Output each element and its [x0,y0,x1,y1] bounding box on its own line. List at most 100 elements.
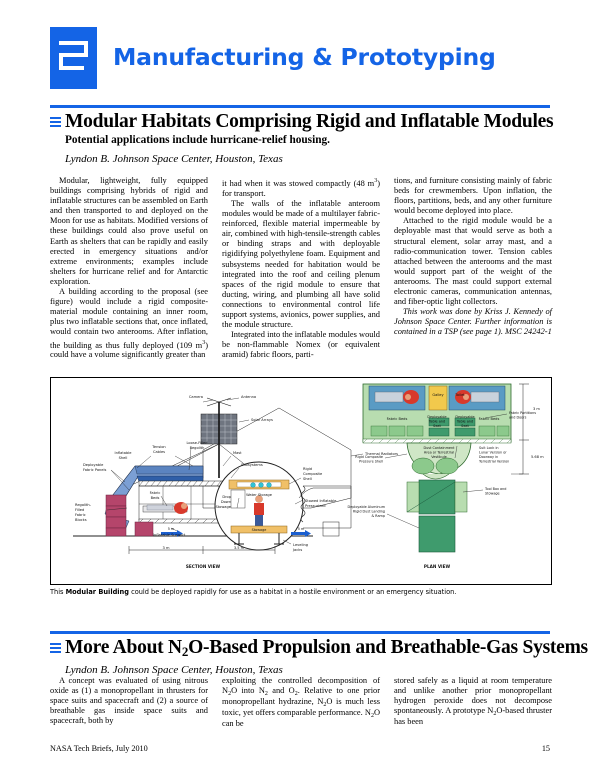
t: O is much less toxic, yet offers compara… [222,697,380,718]
t: exploiting the controlled decomposition … [222,676,380,696]
label-regolith-blocks-4: Blocks [75,518,87,522]
t: 2 [294,690,298,697]
label-subsystems: Subsystems [241,463,263,467]
label-arrow-right: 5 m [298,527,305,531]
label-arrow-left: 5 m [168,527,175,531]
article-2-title: More About N2O-Based Propulsion and Brea… [65,637,588,660]
t: 2 [264,690,268,697]
paragraph-text-b: ) for transport. [222,178,380,198]
t: . Relative to one prior monopropellant h… [222,686,381,707]
t: O can be [222,708,380,729]
label-stowed-inflatable-2: Pressurized [305,504,326,508]
t: stored safely as a liquid at room temper… [394,676,552,716]
label-leveling-jacks-2: Jacks [292,548,302,552]
label-plan-dim-top: 3 m [533,407,540,411]
label-plan-dust-1: Dust Containment [424,446,456,450]
label-loose-filled-regolith: Loose-Filled [186,441,207,445]
t: 2 [493,710,497,717]
article-2-title-a: More About N [65,637,182,658]
paragraph: Integrated into the inflatable modules w… [222,330,380,360]
paragraph-text-a: A building according to the proposal (se… [50,287,208,350]
paragraph-text-a: it had when it was stowed compactly (48 … [222,178,375,188]
label-camera: Camera [189,395,203,399]
label-plan-dim-bottom: 5.68 m [531,455,544,459]
label-plan-suitlock-1: Suit Lock in [479,446,499,450]
section-view-title: SECTION VIEW [186,564,221,569]
label-regolith-blocks-3: Fabric [75,513,86,517]
label-plan-table-right-3: Seat [461,424,469,428]
caption-rest: could be deployed rapidly for use as a h… [128,588,457,596]
article-1-column-2: it had when it was stowed compactly (48 … [222,176,380,360]
label-rigid-composite-shell: Rigid [303,467,312,471]
label-leveling-jacks: Leveling [293,543,308,547]
label-stowage: Stowage [252,528,267,532]
article-2-column-2: exploiting the controlled decomposition … [222,676,380,729]
article-1-organization: Lyndon B. Johnson Space Center, Houston,… [65,153,283,165]
t: 2 [370,712,374,719]
t: 2 [228,690,232,697]
label-plan-partitions-2: and Doors [509,416,527,420]
footer-publication: NASA Tech Briefs, July 2010 [50,744,148,753]
label-regolith-blocks-2: Filled [75,508,84,512]
label-plan-partitions: Fabric Partitions [509,411,536,415]
label-tension-cables-2: Cables [153,450,165,454]
figure-caption: This Modular Building could be deployed … [50,588,550,597]
caption-lead: This [50,588,66,596]
section-banner-title: Manufacturing & Prototyping [113,43,496,71]
article-1-subtitle: Potential applications include hurricane… [65,134,330,146]
label-plan-ramp-2: Rigid Dust Landing [353,510,385,514]
label-inflatable-shell: Inflatable [115,451,133,455]
label-plan-fabric-beds-left: Fabric Beds [387,417,408,421]
paragraph-attribution: This work was done by Kriss J. Kennedy o… [394,307,552,337]
superscript: 3 [374,178,378,184]
label-fabric-beds-section: Fabric [150,491,161,495]
label-antenna: Antenna [241,395,256,399]
label-rigid-composite-shell-2: Composite [303,472,323,476]
label-plan-galley: Galley [432,393,444,397]
label-water-storage: Water Storage [246,493,273,497]
article-1-title: Modular Habitats Comprising Rigid and In… [65,111,554,132]
label-plan-table-left-3: Seat [433,424,441,428]
label-fabric-beds-section-2: Beds [151,496,160,500]
article-1-rule [50,105,550,108]
label-deployable-fabric-panels: Deployable [83,463,104,467]
label-plan-suitlock-2: Lunar Version or [479,451,507,455]
plan-view: Fabric Beds Fabric Beds Galley Toilet De… [348,383,544,569]
label-plan-suitlock-3: Doorway in [479,455,498,459]
label-drop-down-stowage-3: Stowage [215,505,231,509]
article-1-header: Modular Habitats Comprising Rigid and In… [50,105,554,166]
label-regolith-blocks: Regolith- [75,503,92,507]
label-plan-toilet: Toilet [454,393,465,397]
label-loose-filled-regolith-2: Regolith [190,446,205,450]
t: O into N [231,686,265,696]
label-plan-table-left: Deployable [427,415,446,419]
section-banner-logo-icon [50,27,97,89]
label-drop-down-stowage-2: Down [221,500,231,504]
section-view: Camera Antenna Solar Arrays Thermal Radi… [73,395,398,569]
label-mast: Mast [233,451,242,455]
page-footer: NASA Tech Briefs, July 2010 15 [50,744,550,753]
article-2-column-1: A concept was evaluated of using nitrous… [50,676,208,729]
article-2-column-3: stored safely as a liquid at room temper… [394,676,552,729]
label-plan-shell-2: Pressure Shell [359,460,383,464]
label-plan-ramp-1: Deployable Aluminum [348,505,386,509]
label-plan-shell-1: Rigid Composite [355,455,383,459]
label-plan-toolbox-1: Tool Box and [484,487,506,491]
paragraph: it had when it was stowed compactly (48 … [222,176,380,199]
paragraph: tions, and furniture consisting mainly o… [394,176,552,216]
article-2-organization: Lyndon B. Johnson Space Center, Houston,… [65,664,283,676]
label-thermal-radiators: Thermal Radiators [364,452,398,456]
label-plan-ramp-3: & Ramp [371,514,385,518]
t: O-based thruster has been [394,706,552,727]
label-plan-toolbox-2: Stowage [485,492,500,496]
article-1-body: Modular, lightweight, fully equipped bui… [50,176,552,360]
label-inflatable-support: Inflatable Support [153,533,186,537]
article-2-body: A concept was evaluated of using nitrous… [50,676,552,729]
label-plan-table-right: Deployable [455,415,474,419]
label-stowed-inflatable: Stowed Inflatable [305,499,337,503]
label-inflatable-shell-2: Shell [119,456,128,460]
paragraph: Attached to the rigid module would be a … [394,216,552,307]
article-2-header: More About N2O-Based Propulsion and Brea… [50,631,588,677]
t: 2 [323,701,327,708]
paragraph: Modular, lightweight, fully equipped bui… [50,176,208,286]
